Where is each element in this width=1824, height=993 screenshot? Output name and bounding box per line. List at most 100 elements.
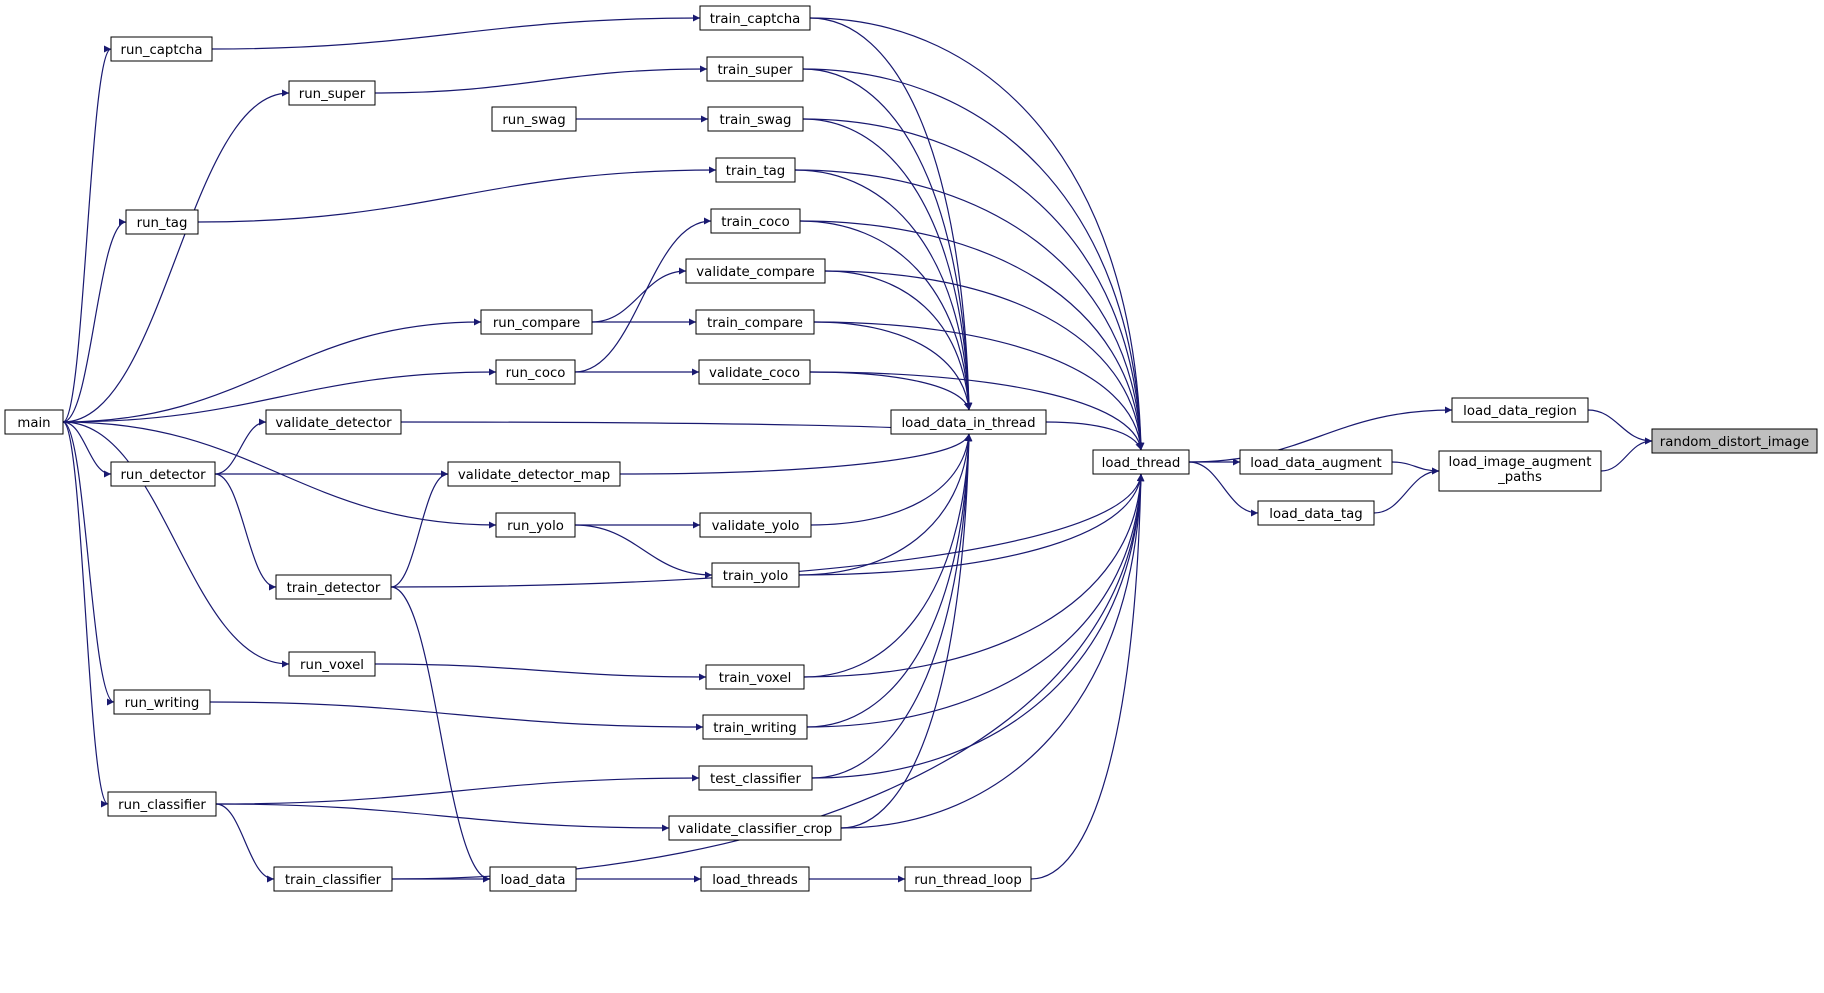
node-train-tag[interactable]: train_tag bbox=[715, 157, 796, 183]
node-box bbox=[495, 359, 576, 385]
node-label: load_data_region bbox=[1463, 404, 1577, 419]
node-train-swag[interactable]: train_swag bbox=[707, 106, 804, 132]
edge-train_writing-to-load_thread bbox=[806, 473, 1145, 728]
node-run-swag[interactable]: run_swag bbox=[491, 106, 577, 132]
node-box bbox=[705, 664, 805, 690]
node-box bbox=[698, 765, 813, 791]
node-load-threads[interactable]: load_threads bbox=[700, 866, 810, 892]
node-run-coco[interactable]: run_coco bbox=[495, 359, 576, 385]
node-box bbox=[113, 689, 211, 715]
node-run-voxel[interactable]: run_voxel bbox=[288, 651, 376, 677]
node-label: test_classifier bbox=[710, 772, 801, 787]
node-box bbox=[668, 815, 842, 841]
node-validate-compare[interactable]: validate_compare bbox=[685, 258, 826, 284]
node-train-classifier[interactable]: train_classifier bbox=[273, 866, 393, 892]
node-validate-detector-map[interactable]: validate_detector_map bbox=[447, 461, 621, 487]
edge-main-to-run_classifier bbox=[62, 421, 109, 808]
node-box bbox=[110, 461, 216, 487]
node-load-image-augment-paths[interactable]: load_image_augment_paths bbox=[1438, 450, 1602, 492]
node-label: train_captcha bbox=[710, 12, 801, 27]
node-run-detector[interactable]: run_detector bbox=[110, 461, 216, 487]
node-box bbox=[711, 562, 800, 588]
node-train-detector[interactable]: train_detector bbox=[275, 574, 392, 600]
node-box bbox=[706, 56, 804, 82]
node-run-classifier[interactable]: run_classifier bbox=[107, 791, 217, 817]
node-box bbox=[1651, 428, 1818, 454]
edge-train_coco-to-load_thread bbox=[799, 220, 1145, 451]
node-train-writing[interactable]: train_writing bbox=[702, 714, 808, 740]
node-train-super[interactable]: train_super bbox=[706, 56, 804, 82]
node-box bbox=[107, 791, 217, 817]
node-box bbox=[288, 651, 376, 677]
node-box bbox=[491, 106, 577, 132]
edge-train_compare-to-load_data_in_thread bbox=[813, 321, 972, 411]
node-validate-detector[interactable]: validate_detector bbox=[265, 409, 402, 435]
node-label: train_compare bbox=[707, 316, 803, 331]
node-run-tag[interactable]: run_tag bbox=[125, 209, 199, 235]
node-run-captcha[interactable]: run_captcha bbox=[110, 36, 213, 62]
node-run-yolo[interactable]: run_yolo bbox=[495, 512, 576, 538]
node-train-compare[interactable]: train_compare bbox=[695, 309, 815, 335]
node-box bbox=[700, 866, 810, 892]
edge-main-to-run_yolo bbox=[62, 421, 497, 529]
node-load-data-augment[interactable]: load_data_augment bbox=[1239, 449, 1393, 475]
edge-train_super-to-load_data_in_thread bbox=[802, 68, 973, 411]
edge-run_tag-to-train_tag bbox=[197, 166, 717, 223]
edge-train_captcha-to-load_thread bbox=[809, 17, 1145, 451]
node-box bbox=[890, 409, 1047, 435]
node-label: train_detector bbox=[287, 581, 381, 596]
node-box bbox=[480, 309, 593, 335]
node-label: run_tag bbox=[137, 216, 188, 231]
node-validate-yolo[interactable]: validate_yolo bbox=[699, 512, 812, 538]
edge-test_classifier-to-load_data_in_thread bbox=[811, 433, 973, 779]
edge-validate_coco-to-load_data_in_thread bbox=[809, 371, 971, 411]
edge-run_classifier-to-test_classifier bbox=[215, 774, 700, 805]
edge-train_voxel-to-load_thread bbox=[803, 473, 1145, 678]
edge-validate_coco-to-load_thread bbox=[809, 371, 1144, 451]
node-box bbox=[710, 208, 801, 234]
node-label: load_data_in_thread bbox=[901, 416, 1035, 431]
edge-train_yolo-to-load_thread bbox=[798, 473, 1144, 576]
node-random-distort-image[interactable]: random_distort_image bbox=[1651, 428, 1818, 454]
edge-train_detector-to-load_thread bbox=[390, 473, 1144, 588]
edge-train_detector-to-load_data bbox=[390, 586, 491, 883]
edge-load_data_region-to-random_distort_image bbox=[1587, 409, 1653, 445]
node-load-data-tag[interactable]: load_data_tag bbox=[1257, 500, 1375, 526]
node-box bbox=[275, 574, 392, 600]
node-test-classifier[interactable]: test_classifier bbox=[698, 765, 813, 791]
node-label: validate_detector bbox=[275, 416, 392, 431]
node-label: train_yolo bbox=[723, 569, 788, 584]
node-box bbox=[110, 36, 213, 62]
node-load-thread[interactable]: load_thread bbox=[1092, 449, 1190, 475]
edge-validate_compare-to-load_data_in_thread bbox=[824, 270, 973, 411]
node-box bbox=[715, 157, 796, 183]
node-run-writing[interactable]: run_writing bbox=[113, 689, 211, 715]
node-box bbox=[1239, 449, 1393, 475]
node-main[interactable]: main bbox=[4, 409, 64, 435]
node-box bbox=[699, 512, 812, 538]
node-train-yolo[interactable]: train_yolo bbox=[711, 562, 800, 588]
edge-run_super-to-train_super bbox=[374, 65, 708, 94]
node-run-thread-loop[interactable]: run_thread_loop bbox=[904, 866, 1032, 892]
node-train-coco[interactable]: train_coco bbox=[710, 208, 801, 234]
node-train-captcha[interactable]: train_captcha bbox=[699, 5, 811, 31]
node-load-data-in-thread[interactable]: load_data_in_thread bbox=[890, 409, 1047, 435]
node-validate-classifier-crop[interactable]: validate_classifier_crop bbox=[668, 815, 842, 841]
node-box bbox=[495, 512, 576, 538]
node-load-data-region[interactable]: load_data_region bbox=[1451, 397, 1589, 423]
node-label: train_classifier bbox=[285, 873, 382, 888]
node-load-data[interactable]: load_data bbox=[489, 866, 577, 892]
node-label: run_captcha bbox=[121, 43, 203, 58]
node-box bbox=[699, 5, 811, 31]
node-run-compare[interactable]: run_compare bbox=[480, 309, 593, 335]
node-validate-coco[interactable]: validate_coco bbox=[698, 359, 811, 385]
node-label: main bbox=[17, 416, 50, 431]
node-box bbox=[1451, 397, 1589, 423]
node-run-super[interactable]: run_super bbox=[288, 80, 376, 106]
edge-main-to-run_super bbox=[62, 89, 290, 423]
node-label: train_voxel bbox=[719, 671, 792, 686]
node-train-voxel[interactable]: train_voxel bbox=[705, 664, 805, 690]
node-label: load_data bbox=[500, 873, 565, 888]
node-box bbox=[489, 866, 577, 892]
